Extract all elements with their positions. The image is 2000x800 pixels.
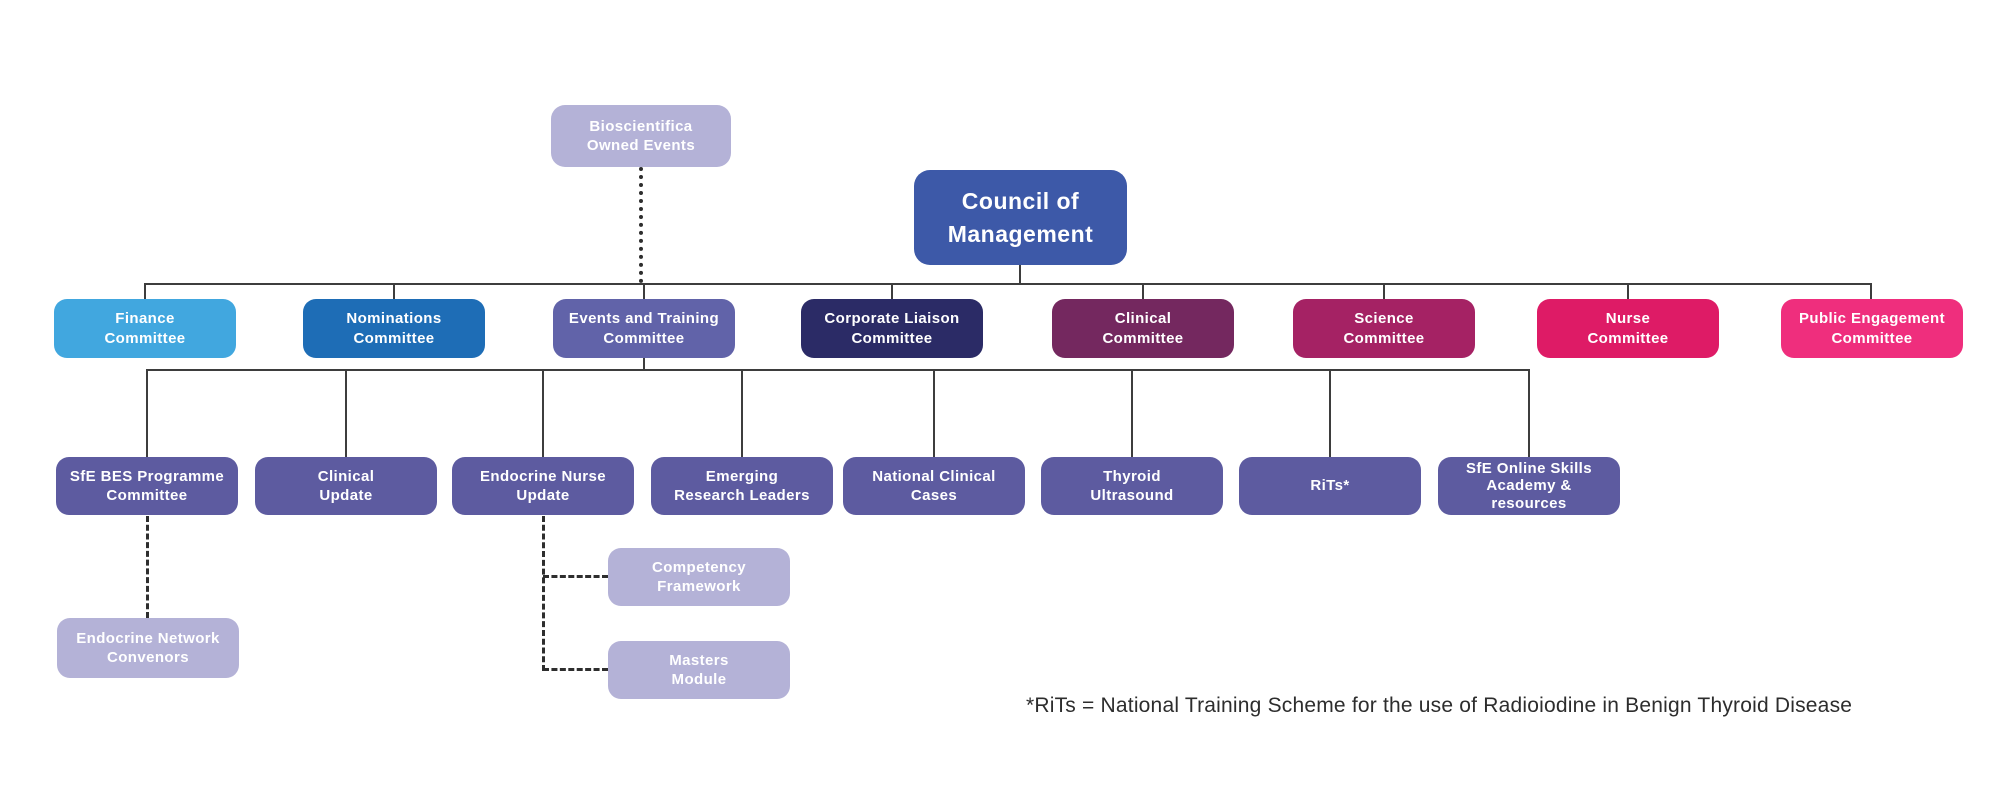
connector-dashed-to-competency-framework (543, 575, 608, 578)
connector-stub-endocrine-nurse-update (542, 369, 544, 457)
node-label: Corporate Liaison Committee (824, 310, 960, 347)
connector-stub-public-engagement (1870, 283, 1872, 299)
connector-events-bottom-stub (643, 358, 645, 370)
rits-footnote: *RiTs = National Training Scheme for the… (1026, 694, 1853, 717)
node-label: Events and Training Committee (568, 310, 720, 347)
node-label: Thyroid Ultrasound (1090, 467, 1174, 505)
node-masters-module: Masters Module (608, 641, 790, 699)
connector-stub-clinical-update (345, 369, 347, 457)
connector-stub-nominations (393, 283, 395, 299)
connector-stub-corporate-liaison (891, 283, 893, 299)
connector-dashed-sfe-bes-to-convenors (146, 516, 149, 618)
node-label: Bioscientifica Owned Events (586, 117, 696, 155)
node-label: National Clinical Cases (872, 467, 996, 505)
node-label: Masters Module (669, 651, 729, 689)
node-sfe-bes-programme-committee: SfE BES Programme Committee (56, 457, 238, 515)
connector-dashed-to-masters-module (543, 668, 608, 671)
connector-stub-clinical (1142, 283, 1144, 299)
connector-stub-sfe-online-skills (1528, 369, 1530, 457)
connector-stub-finance (144, 283, 146, 299)
node-label: Science Committee (1343, 310, 1425, 347)
connector-stub-national-clinical-cases (933, 369, 935, 457)
node-public-engagement-committee: Public Engagement Committee (1781, 299, 1963, 358)
node-label: Clinical Committee (1102, 310, 1184, 347)
node-science-committee: Science Committee (1293, 299, 1475, 358)
connector-stub-science (1383, 283, 1385, 299)
node-corporate-liaison-committee: Corporate Liaison Committee (801, 299, 983, 358)
node-label: Competency Framework (651, 558, 747, 596)
node-label: Endocrine Network Convenors (76, 629, 220, 667)
node-competency-framework: Competency Framework (608, 548, 790, 606)
connector-stub-sfe-bes (146, 369, 148, 457)
node-label: SfE Online Skills Academy & resources (1465, 459, 1592, 512)
node-label: Public Engagement Committee (1799, 310, 1945, 347)
connector-stub-emerging-research-leaders (741, 369, 743, 457)
node-endocrine-network-convenors: Endocrine Network Convenors (57, 618, 239, 678)
node-label: Nominations Committee (346, 310, 442, 347)
node-finance-committee: Finance Committee (54, 299, 236, 358)
node-emerging-research-leaders: Emerging Research Leaders (651, 457, 833, 515)
node-events-and-training-committee: Events and Training Committee (553, 299, 735, 358)
connector-subcommittee-bus (146, 369, 1530, 371)
node-national-clinical-cases: National Clinical Cases (843, 457, 1025, 515)
connector-council-stub (1019, 264, 1021, 284)
node-sfe-online-skills-academy: SfE Online Skills Academy & resources (1438, 457, 1620, 515)
node-label: SfE BES Programme Committee (69, 467, 225, 505)
node-clinical-committee: Clinical Committee (1052, 299, 1234, 358)
node-label: Endocrine Nurse Update (479, 467, 607, 505)
node-label: Finance Committee (104, 310, 186, 347)
node-endocrine-nurse-update: Endocrine Nurse Update (452, 457, 634, 515)
node-rits: RiTs* (1239, 457, 1421, 515)
node-council-of-management: Council of Management (914, 170, 1127, 265)
connector-stub-events-training (643, 283, 645, 299)
connector-stub-rits (1329, 369, 1331, 457)
node-label: Council of Management (947, 188, 1094, 247)
node-nurse-committee: Nurse Committee (1537, 299, 1719, 358)
node-label: Nurse Committee (1587, 310, 1669, 347)
node-thyroid-ultrasound: Thyroid Ultrasound (1041, 457, 1223, 515)
connector-dotted-bioscientifica-to-events (639, 167, 643, 283)
node-label: Emerging Research Leaders (674, 467, 810, 505)
connector-stub-thyroid-ultrasound (1131, 369, 1133, 457)
connector-committee-bus (145, 283, 1872, 285)
node-label: RiTs* (1310, 477, 1350, 495)
connector-stub-nurse (1627, 283, 1629, 299)
connector-dashed-endocrine-nurse-trunk (542, 516, 545, 671)
node-clinical-update: Clinical Update (255, 457, 437, 515)
node-bioscientifica-owned-events: Bioscientifica Owned Events (551, 105, 731, 167)
node-nominations-committee: Nominations Committee (303, 299, 485, 358)
node-label: Clinical Update (317, 467, 375, 505)
